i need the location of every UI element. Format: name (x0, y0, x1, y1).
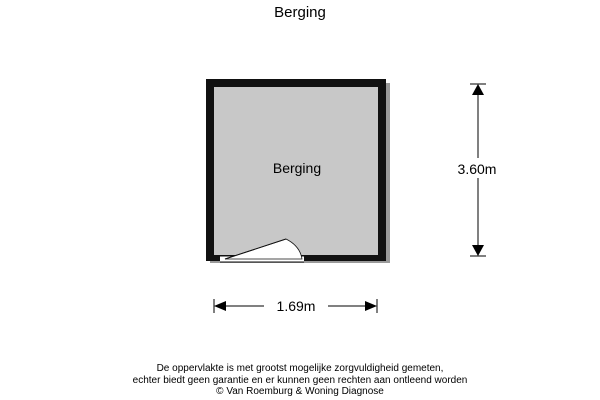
height-arrow-bottom (472, 245, 484, 256)
door (220, 238, 304, 263)
height-label-background (444, 158, 508, 178)
page-title: Berging (274, 4, 326, 21)
height-arrow-top (472, 84, 484, 95)
room: Berging (206, 79, 390, 263)
door-leaf (224, 238, 287, 260)
room-label: Berging (273, 160, 321, 176)
width-label: 1.69m (277, 298, 316, 314)
width-arrow-right (365, 301, 377, 311)
height-dimension: 3.60m (444, 83, 508, 257)
disclaimer-line-1: De oppervlakte is met grootst mogelijke … (156, 363, 444, 374)
room-floor (214, 87, 378, 255)
copyright-line: © Van Roemburg & Woning Diagnose (216, 386, 384, 397)
door-swing-arc (224, 238, 303, 260)
width-arrow-left (214, 301, 226, 311)
height-label: 3.60m (458, 161, 497, 177)
width-label-background (264, 296, 328, 314)
width-dimension: 1.69m (213, 296, 378, 314)
disclaimer-line-2: echter biedt geen garantie en er kunnen … (132, 374, 468, 386)
disclaimer: De oppervlakte is met grootst mogelijke … (0, 363, 600, 398)
